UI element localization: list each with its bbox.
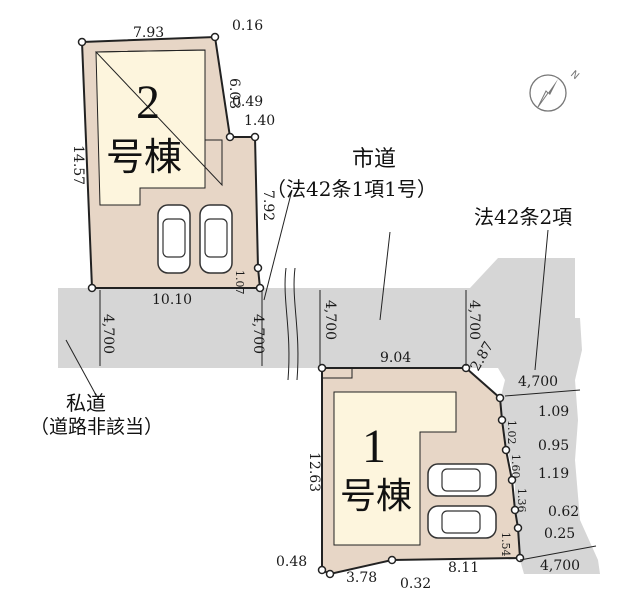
- compass-icon: N: [529, 69, 581, 112]
- survey-marker: [387, 555, 397, 565]
- survey-marker: [255, 283, 265, 293]
- survey-marker: [317, 565, 327, 575]
- road-width-3: 4,700: [322, 300, 338, 340]
- lot1-r4b-dim: 1.54: [499, 532, 512, 557]
- city-road-title: 市道: [352, 147, 396, 172]
- roads: [58, 258, 600, 574]
- road-width-right-bottom: 4,700: [540, 558, 580, 574]
- lot1-number: 1: [362, 420, 386, 473]
- survey-marker: [507, 475, 517, 485]
- lot2-suffix: 号棟: [106, 135, 182, 179]
- road-width-right-top: 4,700: [518, 374, 558, 390]
- lot2-right-upper-dim: 6.03: [226, 78, 242, 109]
- car-icon: [157, 204, 191, 274]
- survey-marker: [87, 283, 97, 293]
- lot2-number: 2: [136, 76, 160, 129]
- survey-marker: [250, 132, 260, 142]
- survey-marker: [501, 445, 511, 455]
- lot-1-building: [333, 391, 457, 546]
- survey-marker: [515, 553, 525, 563]
- survey-marker: [77, 37, 87, 47]
- compass-letter: N: [568, 69, 581, 82]
- survey-marker: [325, 569, 335, 579]
- lot2-bottom-small-dim: 1.07: [233, 270, 246, 295]
- lot1-r1-dim: 1.09: [538, 404, 569, 420]
- survey-marker: [225, 132, 235, 142]
- private-road-sub: （道路非該当）: [30, 416, 163, 438]
- survey-marker: [513, 523, 523, 533]
- city-road: [58, 288, 498, 368]
- survey-marker: [497, 415, 507, 425]
- lot2-bottom-dim: 10.10: [152, 292, 192, 308]
- private-road-title: 私道: [66, 391, 106, 415]
- lot2-notch-a-dim: 0.49: [232, 94, 263, 110]
- lot1-r4-dim: 0.62: [548, 504, 579, 520]
- lot1-r3b-dim: 1.36: [515, 488, 528, 513]
- lot-1-inset: [321, 367, 353, 379]
- survey-marker: [317, 363, 327, 373]
- lot1-r5-dim: 0.25: [544, 526, 575, 542]
- road-width-4: 4,700: [466, 300, 482, 340]
- lot1-r3-dim: 1.19: [538, 466, 569, 482]
- dimension-lines: [65, 189, 597, 561]
- city-road-sub: （法42条1項1号）: [266, 177, 437, 201]
- parking: [157, 204, 497, 539]
- lot1-r2-dim: 0.95: [538, 438, 569, 454]
- lot1-r1b-dim: 1.02: [505, 420, 518, 445]
- lot1-bottom-b-dim: 0.32: [400, 576, 431, 592]
- art42-road: [470, 258, 600, 574]
- lot1-r2b-dim: 1.60: [509, 454, 522, 479]
- lot1-left-dim: 12.63: [306, 452, 322, 492]
- lot1-bottom-a-dim: 3.78: [346, 570, 377, 586]
- survey-marker: [495, 393, 505, 403]
- lot2-left-dim: 14.57: [70, 145, 86, 185]
- lot1-bottom-left-dim: 0.48: [276, 554, 307, 570]
- lot1-suffix: 号棟: [340, 476, 412, 517]
- car-icon: [427, 463, 497, 497]
- road-width-1: 4,700: [100, 314, 116, 354]
- lot2-notch-b-dim: 1.40: [244, 113, 275, 129]
- lot2-top-dim: 7.93: [133, 25, 164, 41]
- survey-marker: [210, 32, 220, 42]
- lot-2-eave: [94, 49, 223, 187]
- lot2-corner-dim: 0.16: [232, 18, 263, 34]
- lot1-top-dim: 9.04: [380, 350, 411, 366]
- survey-marker: [253, 263, 263, 273]
- survey-marker: [510, 505, 520, 515]
- lot1-bottom-c-dim: 8.11: [448, 560, 479, 576]
- lot2-right-lower-dim: 7.92: [260, 190, 276, 221]
- art42-label: 法42条2項: [474, 205, 572, 229]
- private-road: [58, 288, 96, 368]
- road-width-2: 4,700: [250, 314, 266, 354]
- car-icon: [427, 505, 497, 539]
- survey-markers: [77, 32, 525, 579]
- car-icon: [199, 204, 233, 274]
